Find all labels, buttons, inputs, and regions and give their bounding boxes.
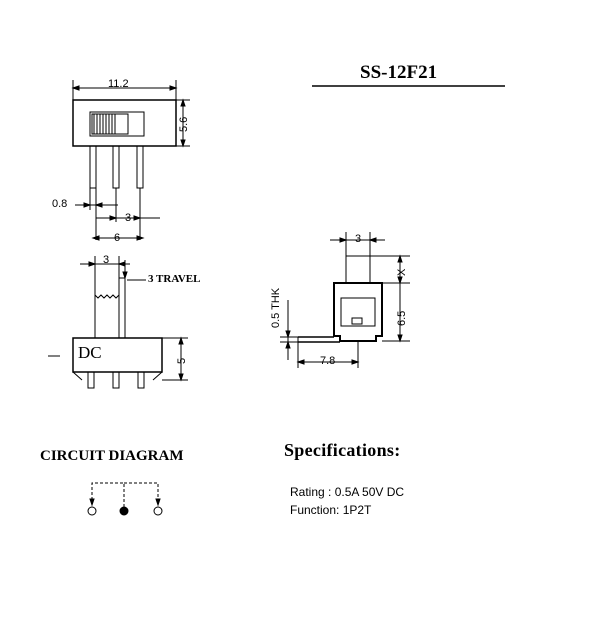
top-view bbox=[71, 80, 190, 241]
actuator-slot bbox=[89, 111, 145, 137]
side-window bbox=[340, 297, 376, 327]
common-terminal-dot bbox=[119, 506, 129, 516]
side-housing bbox=[333, 282, 383, 342]
side-contact bbox=[351, 317, 363, 325]
model-title: SS-12F21 bbox=[360, 62, 438, 83]
specs-heading: Specifications: bbox=[284, 440, 401, 460]
spec-function: Function: 1P2T bbox=[290, 503, 372, 517]
dim-pin-width: 0.8 bbox=[52, 198, 68, 210]
circuit-heading: CIRCUIT DIAGRAM bbox=[40, 448, 184, 464]
spec-rating: Rating : 0.5A 50V DC bbox=[290, 485, 405, 499]
dim-foot-length: 7.8 bbox=[320, 355, 336, 367]
side-view bbox=[280, 232, 410, 368]
dim-side-actuator-width: 3 bbox=[355, 233, 362, 245]
dim-side-x: X bbox=[396, 268, 408, 276]
front-view bbox=[48, 256, 188, 389]
circuit-diagram bbox=[87, 482, 163, 516]
side-actuator bbox=[345, 255, 371, 284]
actuator-knob bbox=[91, 113, 129, 135]
switch-body-top bbox=[72, 99, 177, 147]
terminal-left bbox=[87, 371, 95, 389]
terminal-center bbox=[112, 371, 120, 389]
terminal-a-circle bbox=[87, 506, 97, 516]
dim-pin-span: 6 bbox=[114, 232, 121, 244]
terminal-right bbox=[137, 371, 145, 389]
pin-left bbox=[89, 145, 97, 189]
pin-center bbox=[112, 145, 120, 189]
body-marking: DC bbox=[78, 343, 102, 362]
dim-travel: 3 TRAVEL bbox=[148, 273, 201, 285]
dim-body-length: 11.2 bbox=[108, 78, 129, 90]
dim-actuator-width: 3 bbox=[103, 254, 110, 266]
dim-thickness: 0.5 THK bbox=[270, 287, 282, 328]
terminal-b-circle bbox=[153, 506, 163, 516]
dim-base-height: 5 bbox=[176, 357, 188, 364]
dim-pin-pitch: 3 bbox=[125, 212, 132, 224]
dim-body-height: 5.6 bbox=[178, 116, 190, 132]
pin-right bbox=[136, 145, 144, 189]
dim-side-height: 6.5 bbox=[396, 310, 408, 326]
